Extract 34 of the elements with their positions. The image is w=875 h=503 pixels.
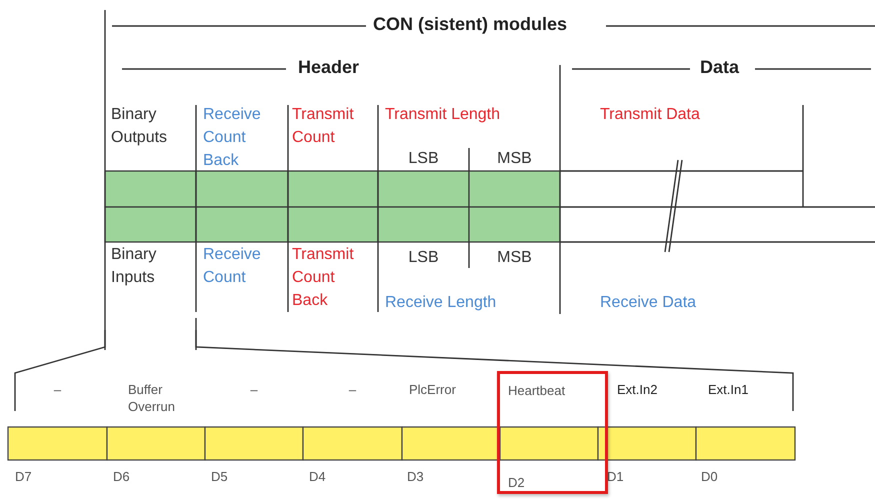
text-label: Data (700, 56, 740, 79)
text-label: Transmit Length (385, 105, 502, 125)
diagram-title: CON (sistent) modules (373, 14, 568, 35)
text-label: Receive Count Back (203, 105, 262, 171)
text-label: Buffer Overrun (128, 381, 176, 415)
text-label: D6 (113, 468, 131, 485)
text-label: LSB (407, 248, 440, 268)
text-label: D0 (701, 468, 719, 485)
text-label: D4 (309, 468, 327, 485)
text-label: D5 (211, 468, 229, 485)
text-label: Transmit Count Back (292, 245, 355, 311)
text-label: MSB (496, 248, 533, 268)
text-label: MSB (496, 149, 533, 169)
text-label: Receive Length (385, 293, 498, 313)
text-label: PlcError (409, 381, 457, 398)
text-label: Transmit Data (600, 105, 701, 125)
text-label: D7 (15, 468, 33, 485)
text-label: Header (298, 56, 360, 79)
highlight-box (497, 371, 608, 494)
text-label: D3 (407, 468, 425, 485)
text-label: – (249, 381, 259, 398)
bit-label: Heartbeat (508, 382, 566, 399)
text-label: Ext.In1 (708, 381, 750, 398)
text-label: Binary Outputs (111, 105, 168, 148)
text-label: – (348, 381, 358, 398)
text-label: Receive Data (600, 293, 698, 313)
text-label: – (52, 381, 62, 398)
text-label: Receive Count (203, 245, 262, 288)
text-label: Ext.In2 (617, 381, 658, 398)
text-label: Binary Inputs (111, 245, 158, 288)
text-label: D1 (607, 468, 625, 485)
bit-label: D2 (508, 474, 526, 491)
text-label: LSB (407, 149, 440, 169)
text-label: Transmit Count (292, 105, 355, 148)
